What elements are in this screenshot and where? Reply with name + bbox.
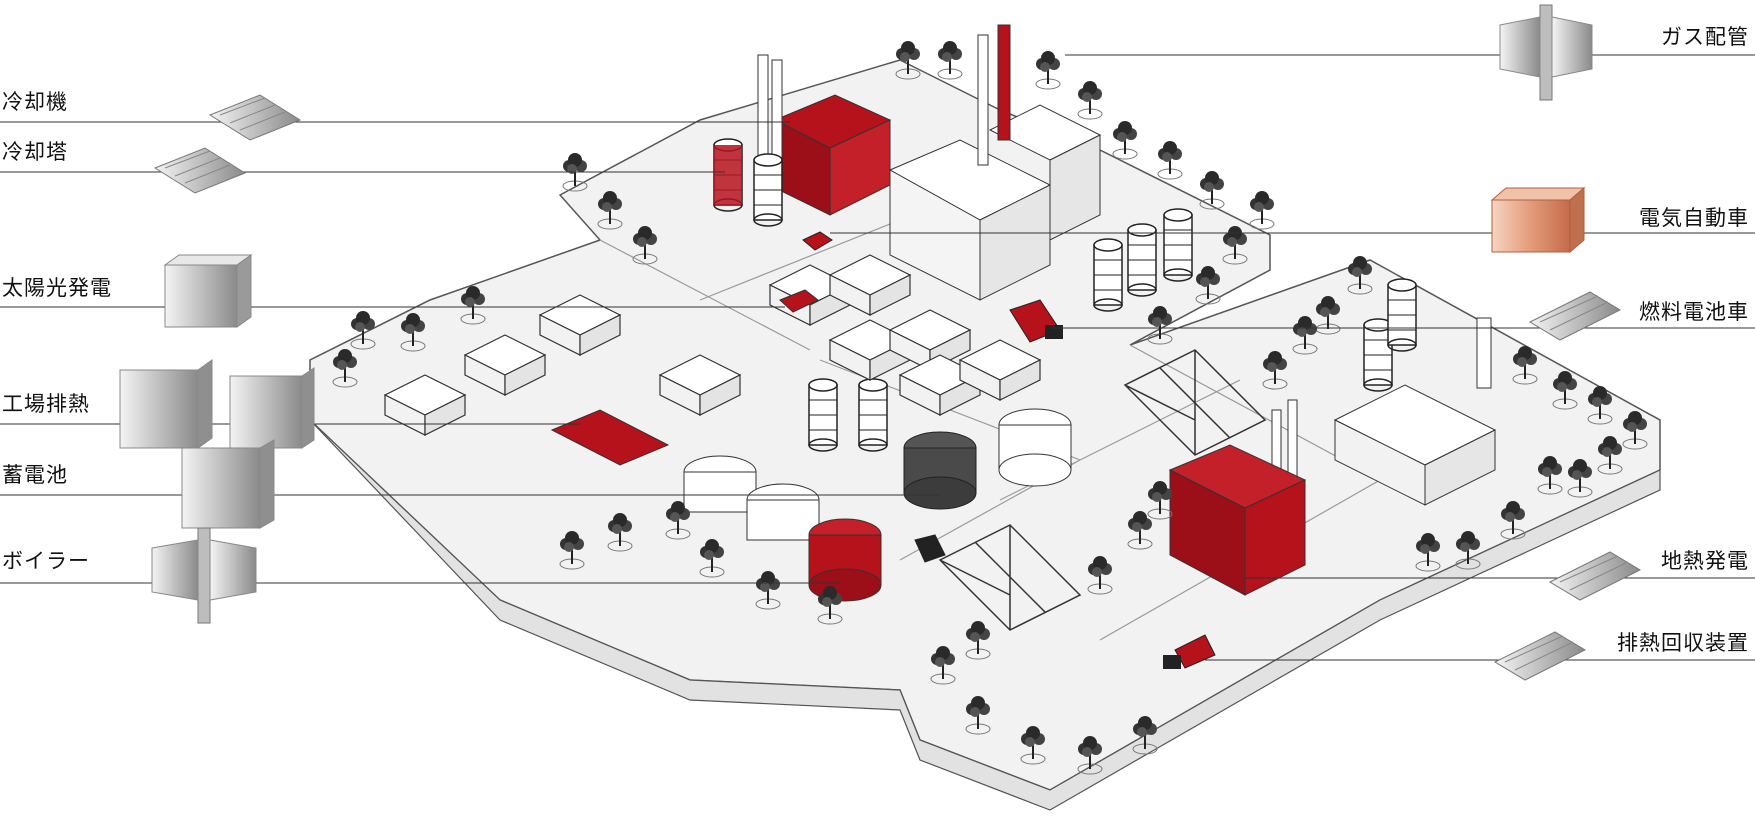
right-plant [1333, 384, 1497, 506]
label-geothermal-power: 地熱発電 [1661, 549, 1749, 573]
main-plant [888, 104, 1102, 301]
vehicles [802, 231, 1216, 669]
label-storage-battery: 蓄電池 [2, 463, 68, 487]
pin-fin-heatsink-icon [151, 527, 257, 624]
bridges [938, 349, 1267, 631]
heatsink-icon [208, 94, 302, 141]
label-solar-power: 太陽光発電 [2, 276, 112, 300]
chimneys [757, 24, 1492, 521]
heatsink-icon [229, 367, 315, 449]
heatsink-icon [119, 359, 213, 449]
truck-icon [1009, 299, 1063, 343]
car-icon [802, 231, 833, 251]
label-factory-exhaust-heat: 工場排熱 [2, 392, 90, 416]
heatsink-icon [153, 147, 247, 194]
pin-fin-heatsink-icon [1499, 4, 1593, 101]
heatsink-icon [163, 254, 253, 328]
label-boiler: ボイラー [2, 549, 90, 573]
red-warehouse-top [773, 94, 892, 216]
flat-pipe-heatsink-icon [1528, 291, 1622, 341]
flat-pipe-heatsink-icon [1493, 631, 1587, 681]
label-cooling-tower: 冷却塔 [2, 140, 68, 164]
large-round-tanks [683, 408, 1072, 602]
houses [384, 254, 1041, 466]
flat-pipe-heatsink-icon [1548, 551, 1642, 601]
copper-heatsink-icon [1490, 186, 1586, 254]
label-electric-vehicle: 電気自動車 [1639, 206, 1749, 230]
truck-icon [1163, 634, 1216, 669]
label-fuel-cell-vehicle: 燃料電池車 [1639, 300, 1749, 324]
label-chiller: 冷却機 [2, 90, 68, 114]
red-block-building [1168, 444, 1307, 596]
label-exhaust-heat-recovery: 排熱回収装置 [1617, 631, 1749, 655]
truck-icon [914, 534, 946, 563]
storage-tanks [713, 138, 1417, 452]
label-gas-piping: ガス配管 [1661, 25, 1749, 49]
heatsink-icon [181, 439, 275, 529]
